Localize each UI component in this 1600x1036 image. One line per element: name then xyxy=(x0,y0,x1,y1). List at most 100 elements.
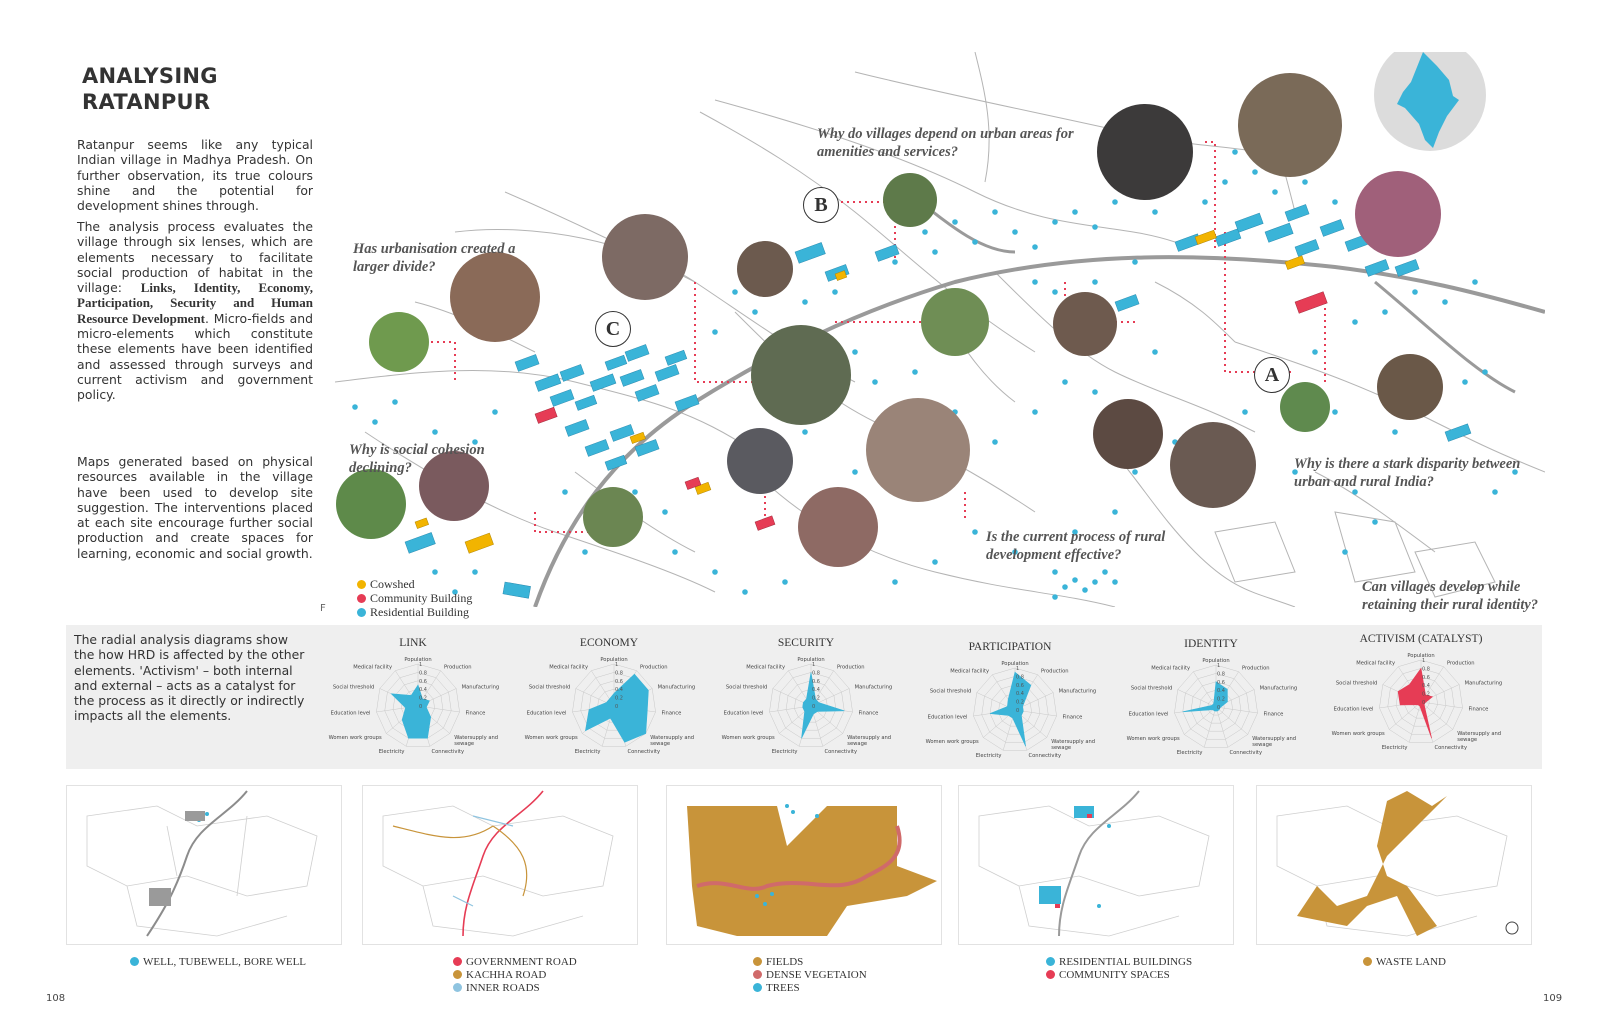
radar-axis-label: Electricity xyxy=(1177,750,1203,756)
radar-tick-label: 1 xyxy=(1016,666,1019,672)
legend-community-building: Community Building xyxy=(357,591,472,605)
radar-tick-label: 0 xyxy=(1217,705,1220,711)
radar-chart-identity: 10.80.60.40.20PopulationProductionManufa… xyxy=(1127,658,1298,756)
radar-grid-ring xyxy=(1395,676,1447,727)
radar-grid-ring xyxy=(794,688,828,723)
radar-axis-label: Finance xyxy=(1264,712,1284,718)
trees-swatch xyxy=(753,983,762,992)
radar-spoke xyxy=(1408,701,1422,743)
question-urbanisation-divide: Has urbanisation created a larger divide… xyxy=(353,241,516,275)
mini-map-wasteland xyxy=(1256,785,1532,945)
legend-item-trees: TREES xyxy=(753,981,867,994)
radar-tick-label: 0.2 xyxy=(1016,700,1024,706)
radar-grid-ring xyxy=(785,680,837,731)
radar-tick-label: 0.4 xyxy=(1217,688,1225,694)
legend-item-government-road: GOVERNMENT ROAD xyxy=(453,955,577,968)
radar-axis-label: Social threshold xyxy=(529,684,570,690)
fields-swatch xyxy=(753,957,762,966)
wells-swatch xyxy=(130,957,139,966)
radar-spoke xyxy=(1203,706,1217,748)
legend-buildings: RESIDENTIAL BUILDINGS COMMUNITY SPACES xyxy=(1046,955,1192,981)
radar-axis-label: Women work groups xyxy=(722,735,775,741)
radar-title-identity: IDENTITY xyxy=(1184,638,1238,650)
site-marker-c[interactable]: C xyxy=(595,311,631,347)
radar-tick-label: 0.8 xyxy=(1217,671,1225,677)
north-arrow-icon xyxy=(1505,921,1519,935)
legend-item-waste-land: WASTE LAND xyxy=(1363,955,1446,968)
radar-axis-label: Education level xyxy=(928,715,968,721)
radar-grid-ring xyxy=(376,663,460,747)
radar-grid-ring xyxy=(777,672,845,739)
india-map xyxy=(1374,52,1486,151)
radar-title-participation: PARTICIPATION xyxy=(968,641,1052,653)
radar-tick-label: 0.6 xyxy=(812,679,820,685)
radial-description: The radial analysis diagrams show the ho… xyxy=(74,632,305,724)
radar-title-link: LINK xyxy=(399,637,427,649)
radar-tick-label: 0.8 xyxy=(1016,674,1024,680)
legend-item-kachha-road: KACHHA ROAD xyxy=(453,968,577,981)
radar-tick-label: 0.4 xyxy=(615,687,623,693)
radar-axis-label: Population xyxy=(797,657,824,663)
community-swatch xyxy=(1046,970,1055,979)
radar-spoke xyxy=(1420,701,1453,730)
radar-tick-label: 0 xyxy=(615,704,618,710)
radar-tick-label: 0.6 xyxy=(419,679,427,685)
inner-roads-swatch xyxy=(453,983,462,992)
radar-tick-label: 0.6 xyxy=(1016,683,1024,689)
radar-chart-economy: 10.80.60.40.20PopulationProductionManufa… xyxy=(525,657,696,755)
radar-grid-ring xyxy=(1190,681,1242,732)
radar-tick-label: 0.2 xyxy=(419,696,427,702)
radar-tick-label: 0.8 xyxy=(812,670,820,676)
radar-tick-label: 1 xyxy=(812,662,815,668)
radar-grid-ring xyxy=(1182,673,1250,740)
radar-axis-label: Electricity xyxy=(1382,745,1408,751)
site-marker-b[interactable]: B xyxy=(803,187,839,223)
radar-axis-label: Education level xyxy=(724,711,764,717)
radar-series-area xyxy=(390,684,432,739)
radar-grid-ring xyxy=(1387,668,1455,735)
radar-axis-label: Manufacturing xyxy=(1059,688,1097,694)
radar-axis-label: Manufacturing xyxy=(462,684,500,690)
radar-tick-label: 0.8 xyxy=(419,670,427,676)
radar-axis-label: Finance xyxy=(859,711,879,717)
question-urban-rural-disparity: Why is there a stark disparity between u… xyxy=(1294,456,1521,490)
question-rural-identity: Can villages develop while retaining the… xyxy=(1362,579,1539,613)
site-marker-a[interactable]: A xyxy=(1254,357,1290,393)
legend-roads: GOVERNMENT ROAD KACHHA ROAD INNER ROADS xyxy=(453,955,577,994)
legend-item-fields: FIELDS xyxy=(753,955,867,968)
legend-item-inner-roads: INNER ROADS xyxy=(453,981,577,994)
page-number-left: 108 xyxy=(46,993,66,1004)
process-paragraph: The analysis process evaluates the villa… xyxy=(77,219,313,403)
radar-axis-label: Finance xyxy=(662,711,682,717)
radar-tick-label: 0.2 xyxy=(1217,697,1225,703)
radar-axis-label: Production xyxy=(444,664,472,670)
residential-building-swatch xyxy=(357,607,366,617)
radar-tick-label: 0.4 xyxy=(1016,691,1024,697)
radar-spoke xyxy=(1215,706,1229,748)
radar-axis-label: Connectivity xyxy=(825,749,858,755)
maps-paragraph: Maps generated based on physical resourc… xyxy=(77,454,313,561)
kachha-road-swatch xyxy=(453,970,462,979)
radar-chart-security: 10.80.60.40.20PopulationProductionManufa… xyxy=(722,657,893,755)
radar-axis-label: Electricity xyxy=(772,749,798,755)
radar-axis-label: Electricity xyxy=(575,749,601,755)
radar-grid-ring xyxy=(981,676,1049,743)
radar-spoke xyxy=(1193,671,1217,708)
cowshed-swatch xyxy=(357,579,366,589)
radar-axis-label: Finance xyxy=(466,711,486,717)
radar-axis-label: Finance xyxy=(1469,707,1489,713)
radar-axis-label: Production xyxy=(1447,660,1475,666)
radar-tick-label: 0.6 xyxy=(1422,675,1430,681)
radar-spoke xyxy=(1177,689,1217,708)
radar-axis-label: Connectivity xyxy=(1029,753,1062,759)
radar-axis-label: Connectivity xyxy=(432,749,465,755)
radar-spoke xyxy=(1389,701,1422,730)
radar-grid-ring xyxy=(1174,664,1258,748)
legend-item-dense-vegetation: DENSE VEGETAION xyxy=(753,968,867,981)
radar-chart-activism: 10.80.60.40.20PopulationProductionManufa… xyxy=(1332,653,1503,751)
legend-item-community: COMMUNITY SPACES xyxy=(1046,968,1192,981)
radar-axis-label: Education level xyxy=(331,711,371,717)
